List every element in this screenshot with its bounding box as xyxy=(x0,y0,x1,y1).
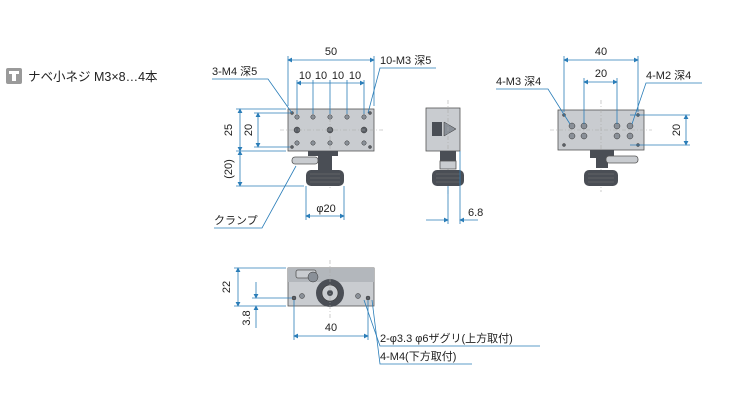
pitch-label-2: 10 xyxy=(315,70,327,82)
right-callout-right: 4-M2 深4 xyxy=(646,69,691,82)
side-offset-label: 6.8 xyxy=(468,207,483,219)
top-height-20-paren: (20) xyxy=(223,159,235,179)
pitch-label-4: 10 xyxy=(349,70,361,82)
screw-note: ナベ小ネジ M3×8…4本 xyxy=(6,66,158,85)
bottom-height-22: 22 xyxy=(221,281,233,293)
pitch-label-3: 10 xyxy=(332,70,344,82)
top-view-holes xyxy=(290,111,372,149)
right-inner-label: 20 xyxy=(595,68,607,80)
right-clamp-lever xyxy=(605,155,639,164)
bottom-height-38: 3.8 xyxy=(241,310,253,325)
bottom-callout-1: 2-φ3.3 φ6ザグリ(上方取付) xyxy=(380,331,513,345)
top-width-label: 50 xyxy=(325,46,337,58)
right-view: 40 20 20 4-M3 深4 4-M2 深4 xyxy=(496,46,702,192)
side-view-body xyxy=(425,107,461,152)
right-height-label: 20 xyxy=(671,124,683,136)
screw-note-text: ナベ小ネジ M3×8…4本 xyxy=(28,70,158,84)
bottom-callout-2: 4-M4(下方取付) xyxy=(380,349,456,363)
top-callout-right: 10-M3 深5 xyxy=(380,54,431,67)
top-height-20: 20 xyxy=(243,124,255,136)
right-callout-left: 4-M3 深4 xyxy=(496,75,541,88)
screw-icon xyxy=(6,67,22,84)
bottom-width-40: 40 xyxy=(325,322,337,334)
clamp-lever xyxy=(291,156,319,165)
top-height-25: 25 xyxy=(223,124,235,136)
top-callout-left: 3-M4 深5 xyxy=(212,65,257,78)
pitch-label-1: 10 xyxy=(299,70,311,82)
bottom-view: 22 3.8 40 2-φ3.3 φ6ザグリ(上方取付) 4-M4(下方取付) xyxy=(221,260,540,365)
knob-dia-label: φ20 xyxy=(316,203,335,215)
right-width-label: 40 xyxy=(595,46,607,58)
top-view: 50 10 10 10 10 3-M4 深5 10-M3 深5 25 20 (2… xyxy=(212,46,436,229)
side-view: 6.8 xyxy=(425,100,483,224)
clamp-label: クランプ xyxy=(214,214,258,227)
